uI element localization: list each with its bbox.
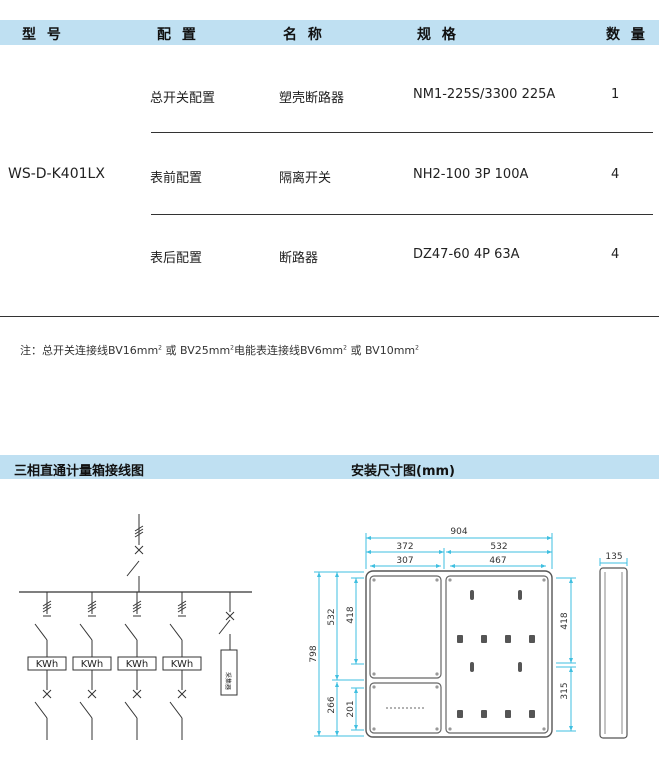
- meter-label-4: KWh: [171, 659, 193, 670]
- meter-windows: [457, 590, 535, 718]
- side-view-outline: [599, 567, 628, 739]
- meter-label-3: KWh: [126, 659, 148, 670]
- diagram-header-bar: [0, 455, 659, 479]
- dim-upper-height: 532: [327, 608, 337, 625]
- row-divider: [151, 214, 653, 215]
- door-screws: [372, 578, 546, 731]
- main-breaker-cross: [134, 545, 144, 555]
- wiring-diagram-title: 三相直通计量箱接线图: [14, 464, 145, 479]
- main-fuse-marks: [134, 525, 144, 538]
- dim-right-upper: 418: [560, 612, 570, 629]
- dim-right-lower: 315: [560, 682, 570, 699]
- row-2-name: 隔离开关: [279, 171, 332, 186]
- row-divider: [151, 132, 653, 133]
- header-spec: 规 格: [417, 27, 459, 43]
- table-bottom-rule: [0, 316, 659, 317]
- header-name: 名 称: [283, 27, 325, 43]
- row-2-qty: 4: [611, 167, 620, 182]
- collector-label: 采集器: [224, 672, 232, 690]
- dimension-arrows: [317, 536, 573, 736]
- header-qty: 数 量: [606, 27, 648, 43]
- branch-3: [117, 592, 157, 740]
- header-model: 型 号: [22, 27, 64, 43]
- dim-side-depth: 135: [605, 552, 622, 562]
- wiring-diagram: [19, 514, 252, 740]
- branch-4: [162, 592, 202, 740]
- row-2-spec: NH2-100 3P 100A: [413, 167, 529, 182]
- row-1-spec: NM1-225S/3300 225A: [413, 87, 556, 102]
- dim-left-width: 372: [396, 542, 413, 552]
- dim-total-height: 798: [309, 645, 319, 662]
- dim-lower-inner: 201: [346, 700, 356, 717]
- row-1-name: 塑壳断路器: [279, 91, 345, 106]
- lower-left-door: [369, 682, 442, 734]
- branch-1: [27, 592, 67, 740]
- meter-label-1: KWh: [36, 659, 58, 670]
- row-1-qty: 1: [611, 87, 620, 102]
- meter-labels: KWh KWh KWh KWh 采集器: [36, 659, 232, 690]
- row-3-config: 表后配置: [150, 251, 203, 266]
- right-door: [445, 575, 549, 734]
- dimension-labels: 904 372 307 532 467 135 798 532 418 266 …: [309, 527, 623, 718]
- cabinet-outline: [365, 570, 553, 738]
- header-config: 配 置: [157, 27, 199, 43]
- dim-left-inner: 307: [396, 556, 413, 566]
- dimension-drawing: 904 372 307 532 467 135 798 532 418 266 …: [309, 527, 628, 739]
- row-1-config: 总开关配置: [150, 91, 216, 106]
- wiring-note: 注：总开关连接线BV16mm2 或 BV25mm2电能表连接线BV6mm2 或 …: [20, 344, 419, 357]
- dim-total-width: 904: [450, 527, 467, 537]
- table-header-bar: [0, 20, 659, 45]
- row-3-name: 断路器: [279, 251, 319, 266]
- row-3-qty: 4: [611, 247, 620, 262]
- row-2-config: 表前配置: [150, 171, 203, 186]
- meter-label-2: KWh: [81, 659, 103, 670]
- dim-lower-height: 266: [327, 696, 337, 713]
- row-3-spec: DZ47-60 4P 63A: [413, 247, 520, 262]
- dimension-lines: [314, 533, 628, 737]
- upper-left-door: [369, 575, 442, 679]
- dim-right-width: 532: [490, 542, 507, 552]
- model-value: WS-D-K401LX: [8, 166, 105, 182]
- dim-right-inner: 467: [489, 556, 506, 566]
- dim-upper-inner: 418: [346, 606, 356, 623]
- dimension-drawing-title: 安装尺寸图(mm): [351, 464, 455, 479]
- main-switch-blade: [126, 560, 140, 577]
- collector-branch: [218, 592, 238, 696]
- branch-2: [72, 592, 112, 740]
